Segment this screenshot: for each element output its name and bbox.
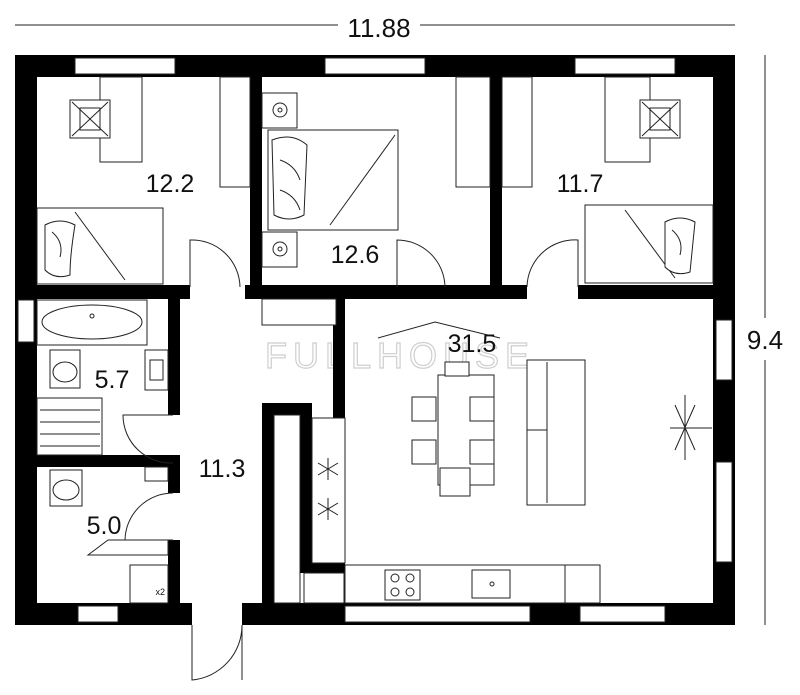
bedroom-middle-furniture (261, 76, 491, 268)
windows (17, 57, 733, 625)
wc-fixtures: x2 (49, 466, 169, 604)
watermark: FULLHOUSE (265, 335, 535, 376)
dimension-height-label: 9.4 (747, 325, 783, 355)
chair-icon (639, 99, 681, 139)
bedroom-right-furniture (501, 76, 714, 284)
doors (122, 239, 579, 681)
room-area-living-kitchen: 31.5 (448, 330, 497, 358)
room-area-bedroom-left: 12.2 (146, 170, 195, 198)
kitchen-furniture (311, 417, 601, 604)
room-area-bedroom-right: 11.7 (557, 170, 604, 198)
bedroom-left-furniture (36, 76, 251, 285)
room-area-bedroom-middle: 12.6 (331, 241, 380, 269)
hall-furniture (273, 414, 345, 604)
dimension-height: 9.4 (747, 55, 783, 625)
room-area-wc: 5.0 (87, 512, 122, 540)
roof-line (377, 321, 501, 339)
dimension-width: 11.88 (15, 13, 735, 43)
fixture-note: x2 (155, 587, 165, 597)
room-area-bathroom: 5.7 (95, 366, 130, 394)
sofa (526, 359, 586, 506)
dimension-width-label: 11.88 (347, 13, 410, 43)
chair-icon (69, 99, 111, 139)
tv-icon (670, 395, 712, 460)
room-area-hall: 11.3 (199, 455, 246, 483)
dining-set (411, 361, 495, 497)
interior-walls (15, 55, 735, 610)
snowflake-icon (317, 498, 339, 520)
snowflake-icon (317, 458, 339, 480)
bathroom-fixtures (36, 299, 169, 456)
